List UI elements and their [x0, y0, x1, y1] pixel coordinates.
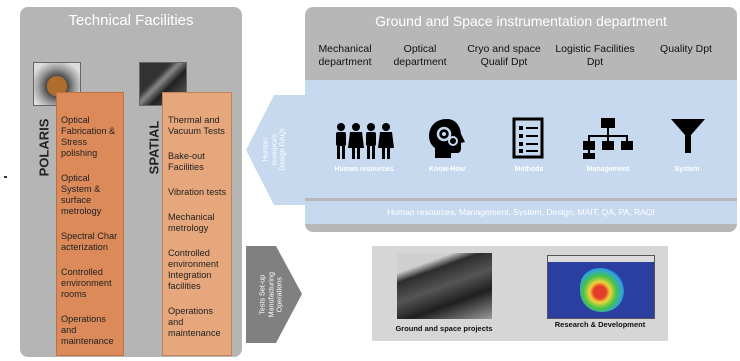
- spatial-label: SPATIAL: [146, 120, 162, 174]
- capabilities-band: [305, 80, 737, 198]
- polaris-list: Optical Fabrication & Stress polishing O…: [61, 115, 121, 361]
- department-mechanical: Mechanical department: [318, 43, 372, 68]
- head-gear-icon: [429, 119, 465, 158]
- polaris-item: Controlled environment rooms: [61, 267, 112, 299]
- research-development-caption: Research & Development: [554, 320, 646, 329]
- people-icon: [336, 123, 394, 159]
- polaris-box: [56, 92, 124, 356]
- checklist-icon: [512, 117, 544, 159]
- technical-facilities-title: Technical Facilities: [68, 12, 194, 29]
- edge-tick: [4, 176, 7, 178]
- polaris-item: Spectral Characterization: [61, 231, 118, 252]
- spatial-item: Bake-out Facilities: [168, 151, 205, 172]
- spatial-item: Thermal and Vacuum Tests: [168, 115, 225, 136]
- lower-arrow: [246, 246, 302, 343]
- spatial-item: Controlled environment Integration facil…: [168, 248, 219, 291]
- icon-label-management: Management: [586, 166, 630, 173]
- ground-space-projects-caption: Ground and space projects: [395, 324, 493, 333]
- polaris-item: Optical Fabrication & Stress polishing: [61, 115, 116, 158]
- department-optical: Optical department: [393, 43, 447, 68]
- research-development-screenshot: [547, 255, 655, 319]
- department-quality: Quality Dpt: [660, 43, 712, 55]
- spatial-box: [162, 92, 232, 356]
- spatial-item: Mechanical metrology: [168, 212, 215, 233]
- capabilities-summary: Human resources, Management, System, Des…: [305, 201, 737, 224]
- org-chart-icon: [583, 118, 633, 159]
- icon-label-system: System: [674, 166, 700, 173]
- polaris-item: Operations and maintenance: [61, 314, 114, 346]
- spatial-item: Vibration tests: [168, 187, 227, 197]
- spatial-item: Operations and maintenance: [168, 306, 221, 338]
- ground-space-projects-photo: [397, 253, 492, 319]
- upper-arrow: [246, 95, 306, 205]
- icon-label-human-resources: Human resources: [334, 166, 394, 173]
- icon-label-know-how: Know-How: [428, 166, 466, 173]
- department-logistic: Logistic Facilities Dpt: [555, 43, 635, 68]
- spatial-list: Thermal and Vacuum Tests Bake-out Facili…: [168, 115, 230, 353]
- department-cryo: Cryo and space Qualif Dpt: [467, 43, 541, 68]
- polaris-item: Optical System & surface metrology: [61, 173, 102, 216]
- polaris-label: POLARIS: [36, 118, 52, 176]
- funnel-icon: [671, 119, 705, 153]
- ground-space-title: Ground and Space instrumentation departm…: [375, 13, 667, 29]
- lower-arrow-text: Tests Set-up Manufacturing Operations: [257, 272, 284, 318]
- upper-arrow-text: Human resources Design RAQI: [260, 129, 287, 171]
- icon-label-methods: Methods: [514, 166, 544, 173]
